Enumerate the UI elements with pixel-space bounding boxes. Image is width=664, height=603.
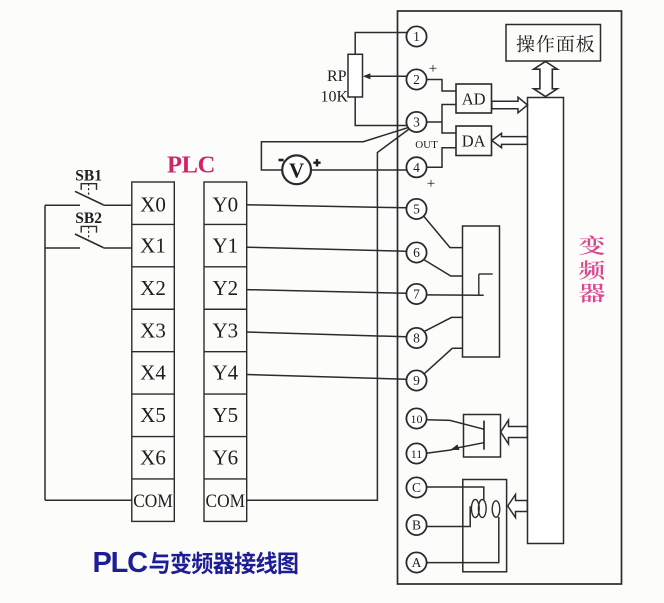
svg-text:X5: X5: [140, 403, 166, 427]
svg-text:3: 3: [413, 115, 420, 130]
svg-text:X0: X0: [140, 193, 166, 217]
svg-text:+: +: [427, 176, 435, 192]
svg-text:Y1: Y1: [212, 233, 238, 257]
svg-text:11: 11: [411, 447, 423, 461]
svg-text:10: 10: [411, 412, 423, 426]
svg-text:6: 6: [413, 245, 420, 260]
svg-text:C: C: [412, 480, 421, 495]
svg-text:X2: X2: [140, 276, 166, 300]
svg-text:7: 7: [413, 287, 420, 302]
svg-text:X6: X6: [140, 446, 166, 470]
svg-text:Y2: Y2: [212, 276, 238, 300]
svg-text:SB1: SB1: [75, 167, 102, 184]
svg-text:DA: DA: [462, 132, 486, 151]
svg-text:V: V: [289, 159, 304, 183]
svg-text:SB2: SB2: [75, 210, 102, 227]
svg-text:X3: X3: [140, 318, 166, 342]
svg-text:OUT: OUT: [415, 139, 438, 151]
svg-text:AD: AD: [462, 90, 486, 109]
svg-text:COM: COM: [206, 491, 246, 512]
svg-text:B: B: [412, 518, 421, 533]
svg-text:2: 2: [413, 72, 420, 87]
svg-text:Y3: Y3: [212, 318, 238, 342]
svg-text:1: 1: [413, 29, 420, 44]
svg-text:PLC: PLC: [167, 152, 215, 179]
svg-text:A: A: [412, 555, 422, 570]
svg-text:X1: X1: [140, 233, 166, 257]
svg-text:4: 4: [413, 160, 420, 175]
svg-text:Y5: Y5: [212, 403, 238, 427]
svg-text:10K: 10K: [321, 89, 349, 106]
svg-text:X4: X4: [140, 361, 166, 385]
svg-text:+: +: [429, 61, 437, 77]
svg-text:PLC: PLC: [93, 547, 149, 579]
svg-text:5: 5: [413, 202, 420, 217]
svg-text:Y4: Y4: [212, 361, 238, 385]
svg-text:Y0: Y0: [212, 193, 238, 217]
svg-text:COM: COM: [133, 491, 173, 512]
svg-text:9: 9: [413, 373, 420, 388]
svg-text:RP: RP: [327, 68, 347, 85]
svg-text:8: 8: [413, 331, 420, 346]
svg-text:Y6: Y6: [212, 446, 238, 470]
